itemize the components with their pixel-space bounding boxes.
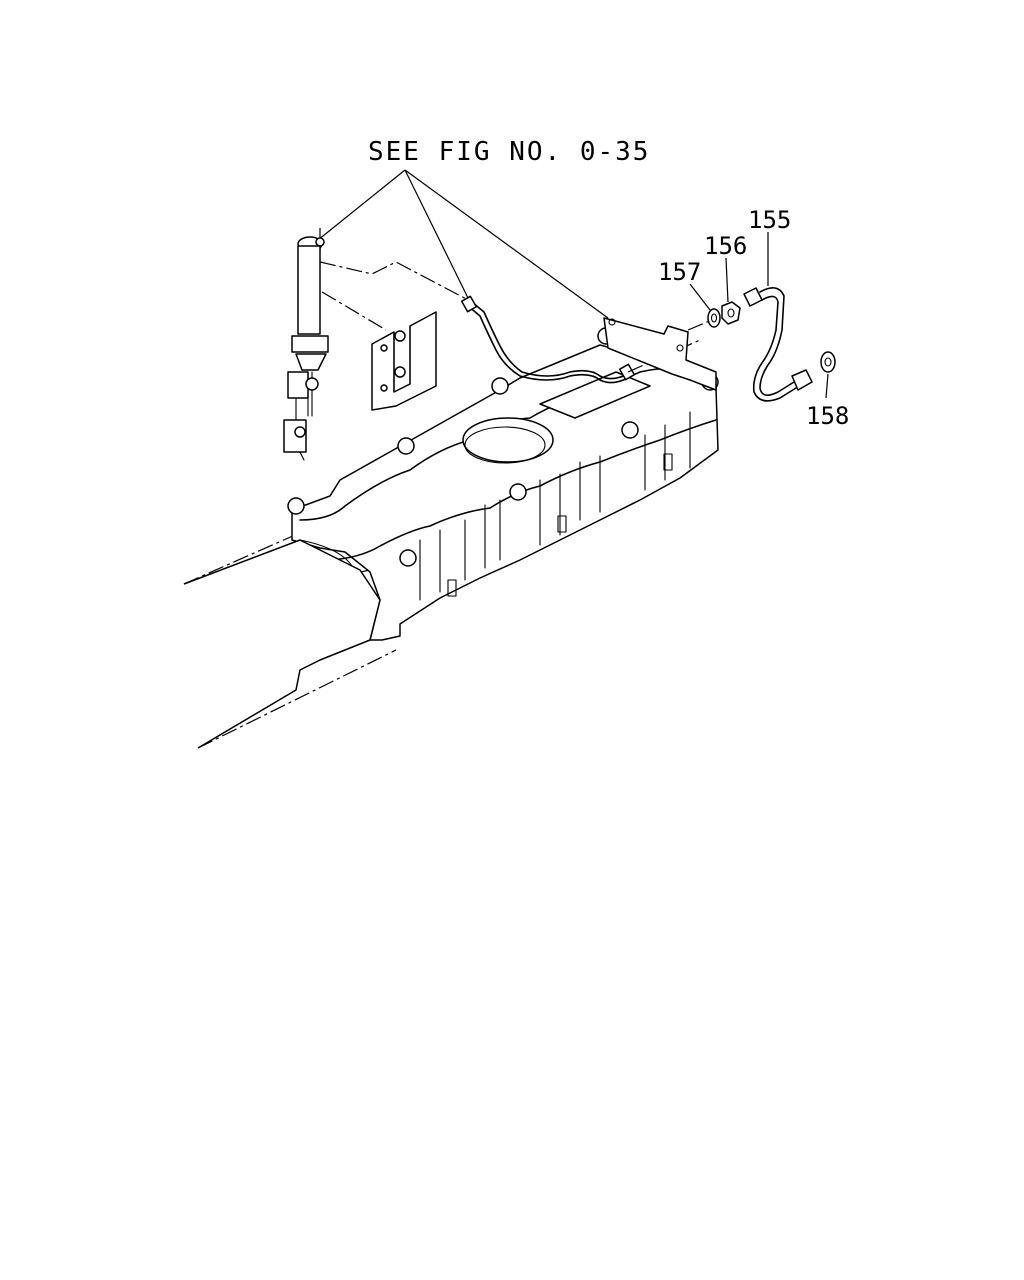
washer-157	[707, 308, 721, 328]
callout-leaders	[689, 232, 829, 399]
mounting-bracket	[371, 311, 437, 411]
nut-156	[721, 301, 741, 325]
callout-155: 155	[748, 206, 791, 234]
engine-head-cover	[287, 327, 719, 641]
washer-158	[820, 351, 836, 373]
mounting-plate	[603, 317, 717, 391]
vacuum-pipe	[460, 295, 701, 384]
fitting-axis-line	[687, 319, 713, 331]
pipe-155	[743, 287, 813, 402]
frame-rail	[183, 539, 381, 749]
reference-note: SEE FIG NO. 0-35	[368, 137, 650, 167]
callout-157: 157	[658, 258, 701, 286]
reference-leaders	[317, 169, 609, 319]
actuator-phantom-lines	[319, 261, 473, 331]
actuator-assembly	[283, 236, 329, 461]
callout-156: 156	[704, 232, 747, 260]
callout-158: 158	[806, 402, 849, 430]
